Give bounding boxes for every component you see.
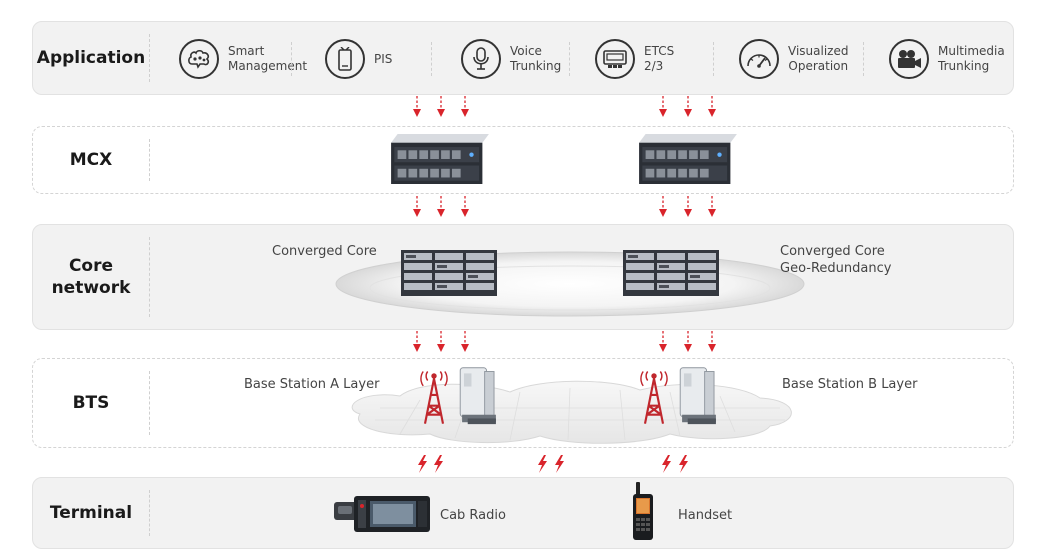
layer-label-mcx: MCX [69, 150, 113, 170]
flow-arrow [412, 96, 422, 118]
layer-label-terminal: Terminal [49, 503, 133, 523]
app-multimedia-trunking[interactable]: Multimedia Trunking [889, 22, 1005, 96]
layer-label-core: Core network [51, 256, 131, 298]
cab-radio-label: Cab Radio [440, 508, 506, 523]
app-label: ETCS 2/3 [644, 44, 675, 73]
app-voice-trunking[interactable]: Voice Trunking [461, 22, 561, 96]
app-label: PIS [374, 51, 393, 66]
tower-right-icon [639, 370, 669, 425]
base-station-right-icon [679, 367, 717, 425]
video-camera-icon [889, 39, 929, 79]
bts-left-label: Base Station A Layer [244, 377, 380, 392]
flow-arrow [436, 331, 446, 353]
app-divider [291, 42, 292, 76]
flow-arrow [460, 331, 470, 353]
flow-arrow [658, 331, 668, 353]
tower-left-icon [419, 370, 449, 425]
divider [149, 371, 150, 435]
flow-arrow [707, 96, 717, 118]
app-label: Voice Trunking [510, 44, 562, 73]
flow-arrow [683, 331, 693, 353]
app-visualized-operation[interactable]: Visualized Operation [739, 22, 848, 96]
wireless-flash-icon [677, 455, 689, 473]
flow-arrow [707, 331, 717, 353]
layer-label-bts: BTS [72, 393, 110, 413]
app-etcs[interactable]: ETCS 2/3 [595, 22, 674, 96]
mcx-layer: MCX [32, 126, 1014, 194]
flow-arrow [683, 196, 693, 218]
flow-arrow [460, 96, 470, 118]
layer-label-application: Application [36, 48, 146, 68]
flow-arrow [658, 196, 668, 218]
flow-arrow [658, 96, 668, 118]
core-server-right-icon [623, 250, 719, 296]
flow-arrow [460, 196, 470, 218]
app-divider [713, 42, 714, 76]
app-divider [431, 42, 432, 76]
divider [149, 34, 150, 82]
bts-right-label: Base Station B Layer [782, 377, 918, 392]
flow-arrow [707, 196, 717, 218]
cab-radio-icon [334, 496, 430, 532]
terminal-icon [595, 39, 635, 79]
mcx-server-right-icon [639, 134, 737, 184]
flow-arrow [436, 96, 446, 118]
divider [149, 490, 150, 536]
app-pis[interactable]: PIS [325, 22, 392, 96]
flow-arrow [436, 196, 446, 218]
app-label: Smart Management [228, 44, 308, 73]
divider [149, 237, 150, 317]
app-divider [863, 42, 864, 76]
handset-label: Handset [678, 508, 733, 523]
terminal-layer: Terminal [32, 477, 1014, 549]
flow-arrow [683, 96, 693, 118]
core-right-label: Converged Core Geo-Redundancy [780, 244, 892, 276]
radio-coverage-cloud [351, 380, 792, 444]
app-smart-management[interactable]: Smart Management [179, 22, 307, 96]
wireless-flash-icon [553, 455, 565, 473]
microphone-icon [461, 39, 501, 79]
wireless-flash-icon [432, 455, 444, 473]
divider [149, 139, 150, 181]
handset-icon [633, 482, 653, 540]
core-left-label: Converged Core [272, 244, 377, 259]
brain-icon [179, 39, 219, 79]
phone-icon [325, 39, 365, 79]
gauge-icon [739, 39, 779, 79]
wireless-flash-icon [536, 455, 548, 473]
wireless-flash-icon [416, 455, 428, 473]
application-layer: Application Smart Management PIS Voice T… [32, 21, 1014, 95]
app-label: Visualized Operation [788, 44, 849, 73]
flow-arrow [412, 196, 422, 218]
flow-arrow [412, 331, 422, 353]
mcx-server-left-icon [391, 134, 489, 184]
app-label: Multimedia Trunking [938, 44, 1005, 73]
wireless-flash-icon [660, 455, 672, 473]
core-server-left-icon [401, 250, 497, 296]
app-divider [569, 42, 570, 76]
base-station-left-icon [459, 367, 497, 425]
